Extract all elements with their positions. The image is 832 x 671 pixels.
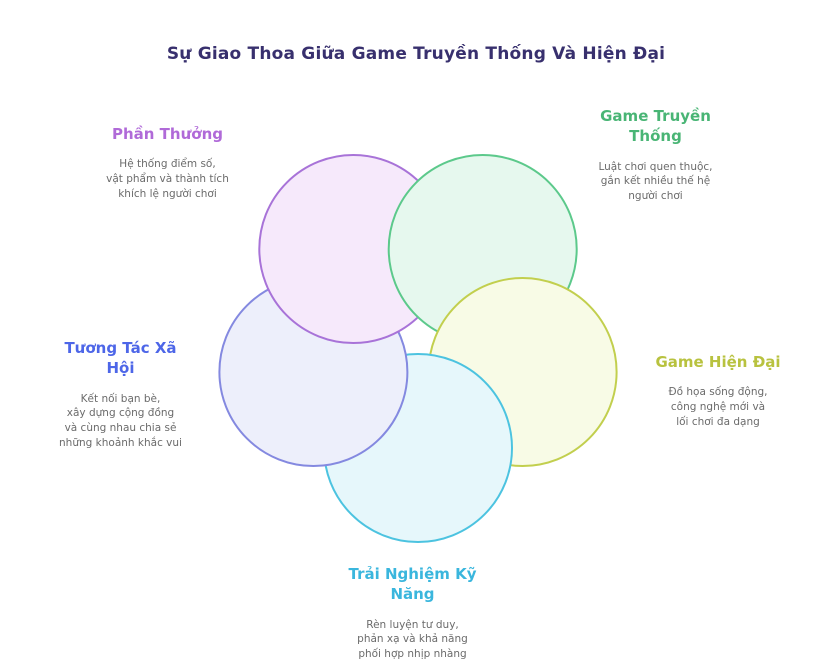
node-skill: Trải Nghiệm Kỹ Năng Rèn luyện tư duy, ph… [335,564,490,662]
node-rewards: Phần Thưởng Hệ thống điểm số, vật phẩm v… [75,124,260,201]
node-modern-description: Đồ họa sống động, công nghệ mới và lối c… [668,386,768,428]
node-rewards-label: Phần Thưởng [111,125,223,143]
node-traditional-label: Game Truyền Thống [600,107,711,146]
node-skill-description: Rèn luyện tư duy, phản xạ và khả năng ph… [357,618,468,660]
node-social-description: Kết nối bạn bè, xây dựng cộng đồng và cù… [59,392,182,449]
node-traditional: Game Truyền Thống Luật chơi quen thuộc, … [588,106,723,204]
node-social-label: Tương Tác Xã Hội [64,339,177,378]
page-title: Sự Giao Thoa Giữa Game Truyền Thống Và H… [166,44,666,64]
node-modern: Game Hiện Đại Đồ họa sống động, công ngh… [628,352,808,429]
node-social: Tương Tác Xã Hội Kết nối bạn bè, xây dựn… [48,338,193,450]
node-skill-label: Trải Nghiệm Kỹ Năng [348,565,477,604]
node-modern-label: Game Hiện Đại [655,353,781,371]
node-traditional-description: Luật chơi quen thuộc, gắn kết nhiều thế … [598,160,713,202]
node-rewards-description: Hệ thống điểm số, vật phẩm và thành tích… [106,158,229,200]
